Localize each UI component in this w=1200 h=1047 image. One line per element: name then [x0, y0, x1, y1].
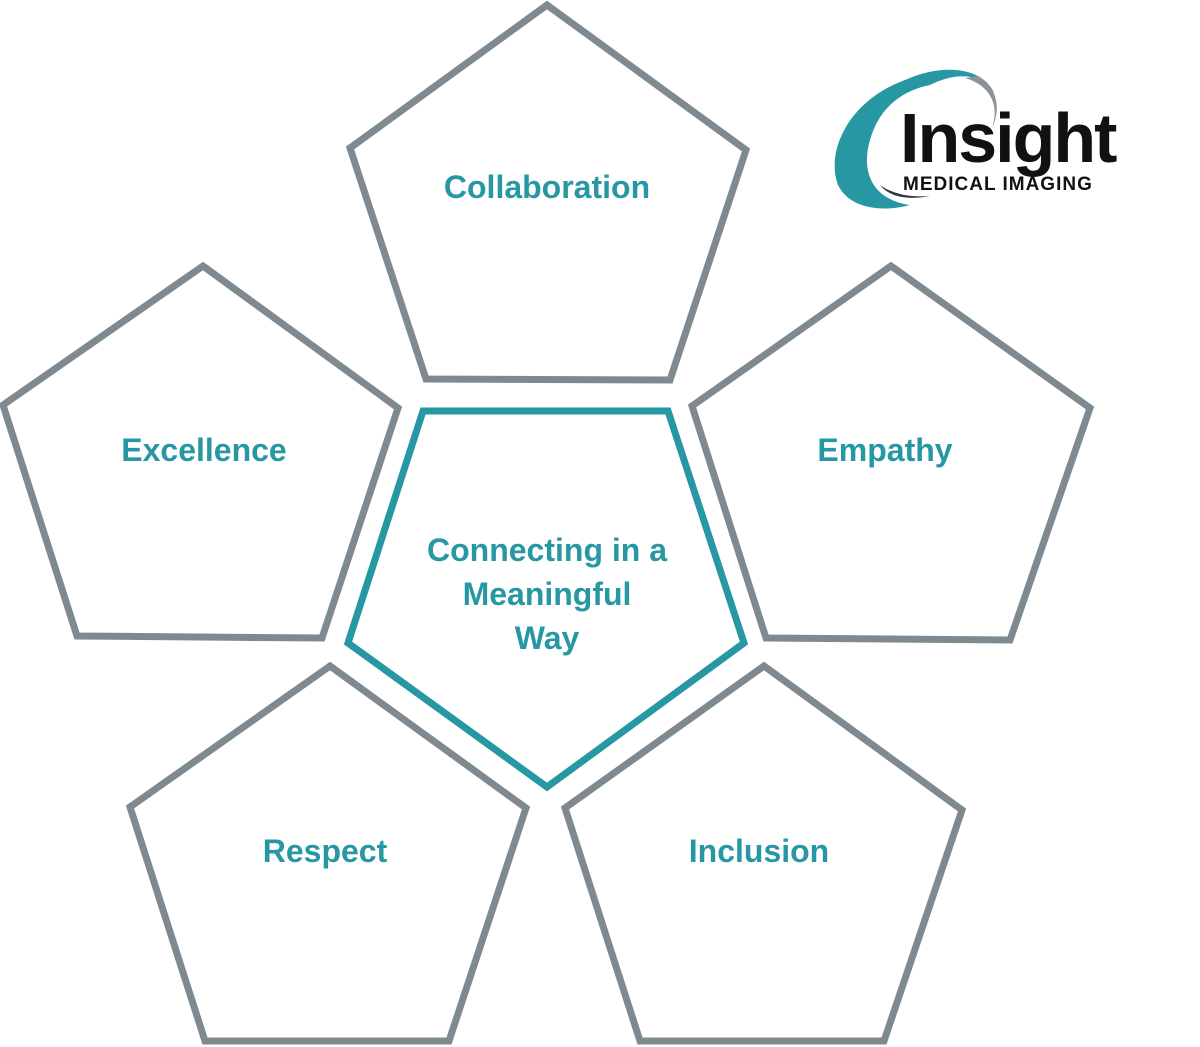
label-excellence: Excellence	[121, 432, 286, 468]
center-label-line-2: Meaningful	[463, 576, 632, 612]
logo-swoosh-teal	[834, 69, 995, 209]
label-inclusion: Inclusion	[689, 833, 829, 869]
label-empathy: Empathy	[817, 432, 952, 468]
center-label-line-1: Connecting in a	[427, 532, 667, 568]
label-collaboration: Collaboration	[444, 169, 650, 205]
pentagon-respect: Respect	[125, 661, 531, 1045]
logo-subtitle: MEDICAL IMAGING	[903, 174, 1093, 195]
pentagon-empathy: Empathy	[687, 261, 1095, 644]
center-label-line-3: Way	[515, 620, 580, 656]
logo-swoosh-gray	[965, 76, 997, 128]
insight-logo: Insight MEDICAL IMAGING	[834, 69, 1121, 209]
pentagon-excellence: Excellence	[0, 261, 403, 642]
pentagon-center: Connecting in a Meaningful Way	[343, 407, 749, 792]
pentagon-inclusion: Inclusion	[560, 661, 967, 1045]
logo-swoosh-dark	[880, 185, 930, 198]
logo-wordmark: Insight	[900, 99, 1117, 177]
pentagon-collaboration: Collaboration	[345, 0, 751, 384]
label-respect: Respect	[263, 833, 388, 869]
